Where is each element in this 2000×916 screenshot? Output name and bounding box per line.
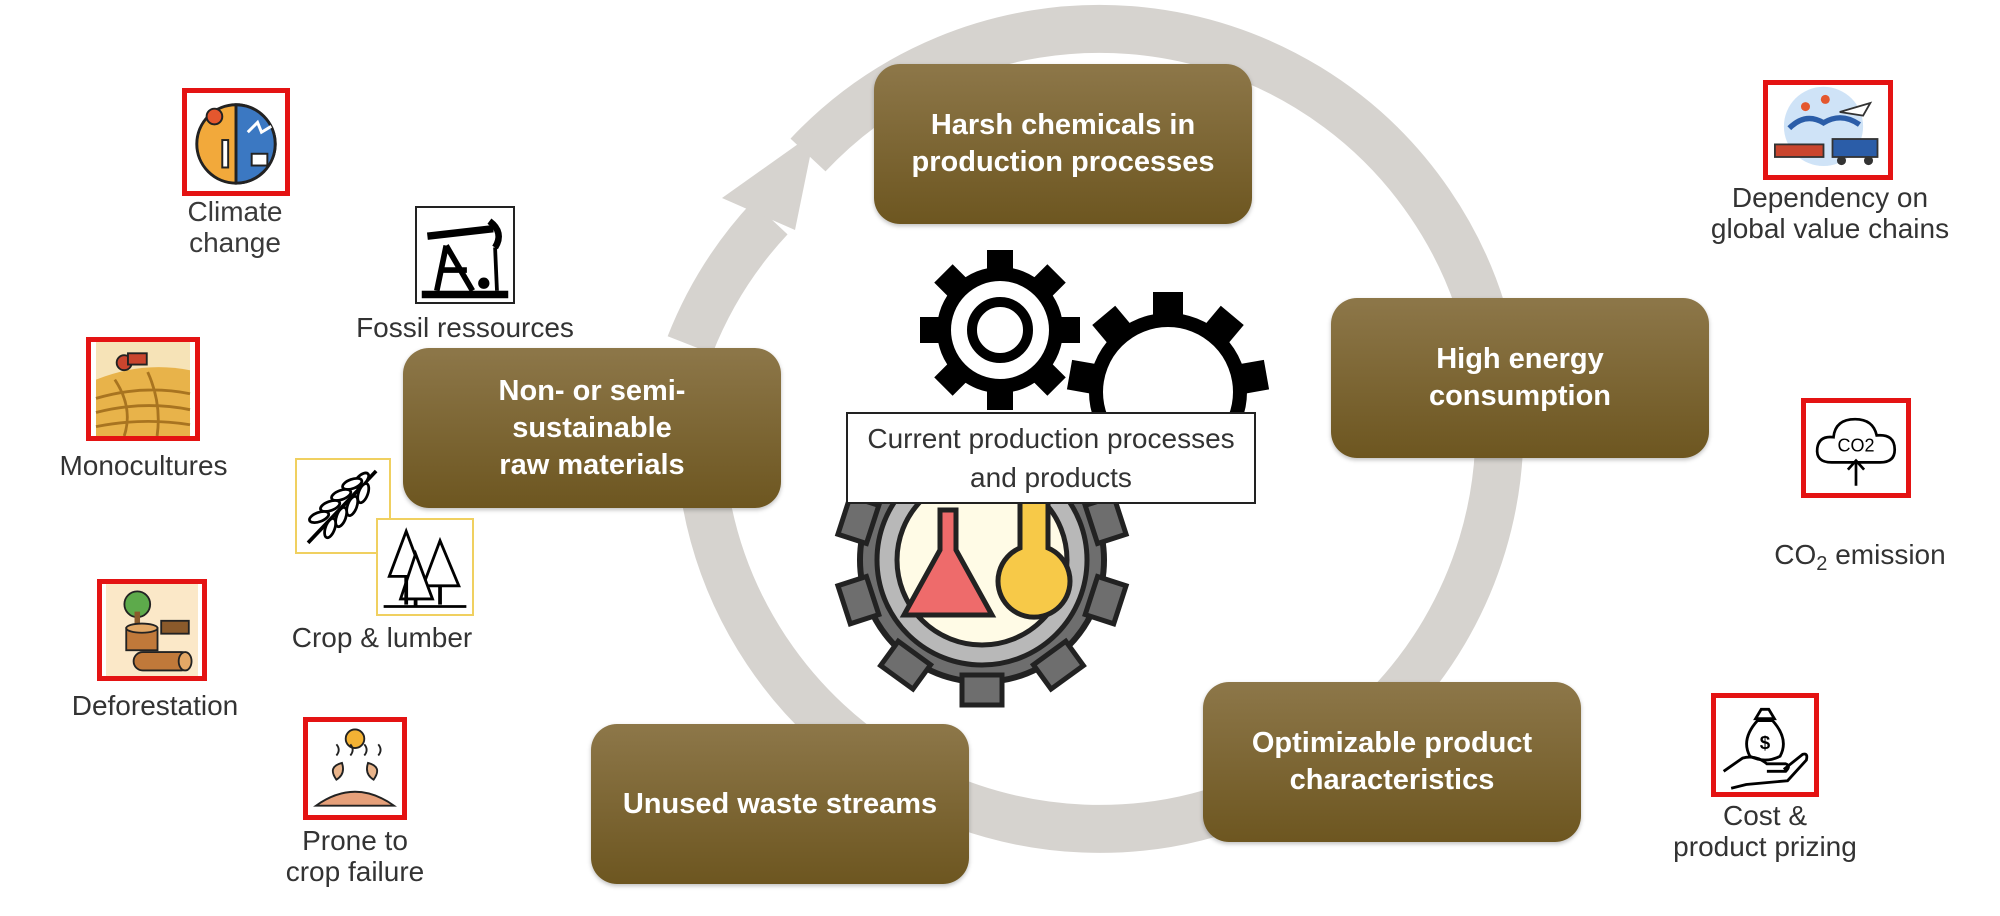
box-optimizable-product-label: Optimizable product characteristics — [1251, 727, 1533, 796]
trees-icon — [376, 518, 474, 616]
box-harsh-chemicals: Harsh chemicals in production processes — [874, 64, 1252, 224]
box-raw-materials: Non- or semi- sustainable raw materials — [403, 348, 781, 508]
cycle-ring-tail — [667, 201, 788, 355]
wheat-icon — [295, 458, 391, 554]
tree-stump-icon — [97, 579, 207, 681]
center-title-text: Current production processes and product… — [867, 423, 1235, 493]
label-climate-change: Climate change — [187, 196, 283, 258]
cycle-arrow-head — [722, 132, 815, 230]
box-optimizable-product: Optimizable product characteristics — [1203, 682, 1581, 842]
logistics-icon — [1763, 80, 1893, 180]
label-fossil-resources: Fossil ressources — [356, 312, 574, 343]
label-cost-pricing: Cost & product prizing — [1673, 800, 1857, 862]
box-unused-waste: Unused waste streams — [591, 724, 969, 884]
label-co2-suffix: emission — [1827, 539, 1946, 570]
farm-field-icon — [86, 337, 200, 441]
oil-pump-icon — [415, 206, 515, 304]
drought-icon — [303, 717, 407, 820]
box-high-energy: High energy consumption — [1331, 298, 1709, 458]
label-co2-subscript: 2 — [1816, 553, 1828, 575]
globe-climate-icon — [182, 88, 290, 196]
box-raw-materials-label: Non- or semi- sustainable raw materials — [498, 374, 686, 481]
box-unused-waste-label: Unused waste streams — [622, 787, 938, 820]
label-crop-lumber: Crop & lumber — [291, 622, 473, 653]
label-monocultures: Monocultures — [59, 450, 228, 481]
svg-text:$: $ — [1760, 732, 1771, 753]
money-hand-icon: $ — [1711, 693, 1819, 797]
label-co2-prefix: CO — [1774, 539, 1817, 570]
label-global-value-chains: Dependency on global value chains — [1710, 182, 1950, 244]
box-high-energy-label: High energy consumption — [1428, 343, 1612, 412]
center-title: Current production processes and product… — [846, 412, 1256, 504]
label-crop-failure: Prone to crop failure — [285, 825, 425, 887]
label-co2-emission: CO2 emission — [1750, 508, 1970, 580]
co2-cloud-icon: CO2 — [1801, 398, 1911, 498]
svg-text:CO2: CO2 — [1837, 436, 1874, 456]
box-harsh-chemicals-label: Harsh chemicals in production processes — [911, 109, 1215, 178]
label-deforestation: Deforestation — [71, 690, 239, 721]
